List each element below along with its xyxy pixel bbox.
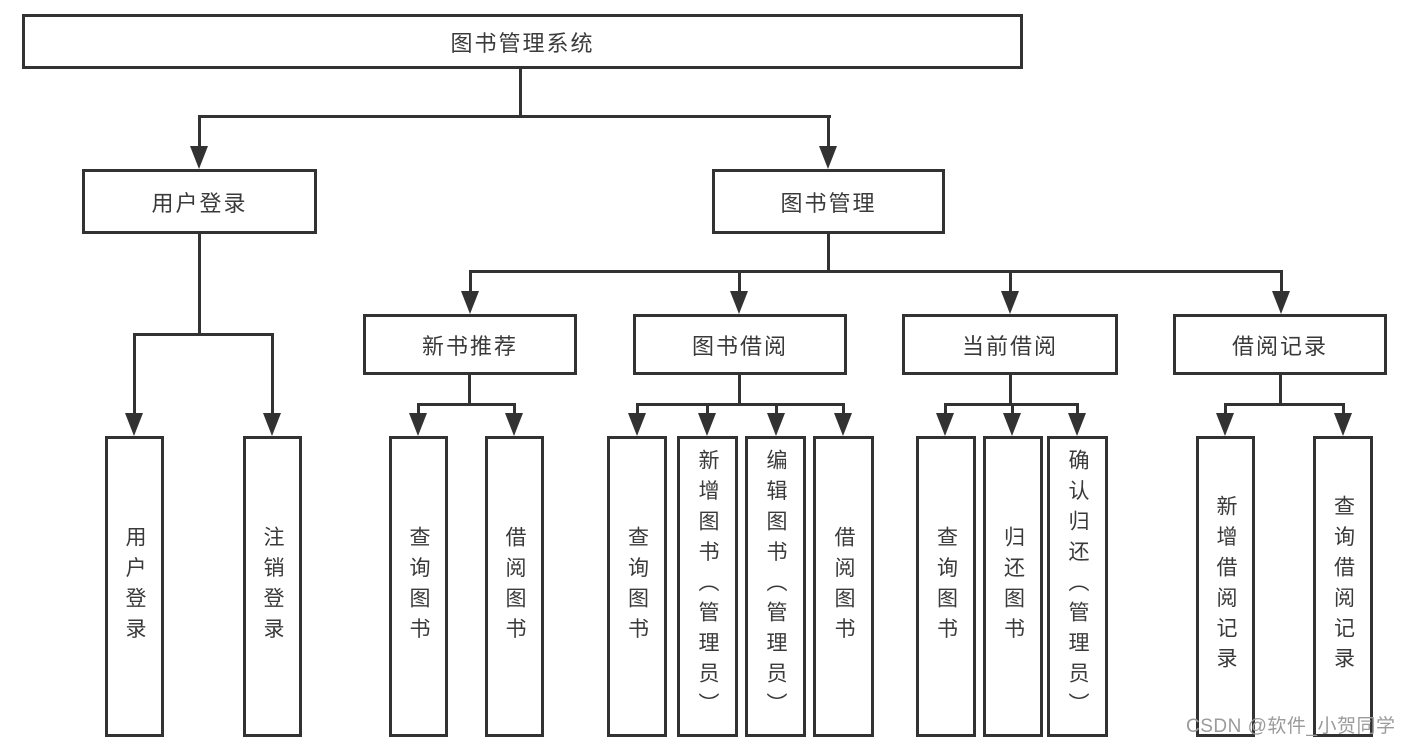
arrow-down-icon — [1068, 413, 1086, 436]
connector-line — [271, 333, 274, 414]
connector-line — [1279, 375, 1282, 406]
leaf-query-book-recommend: 查询图书 — [389, 436, 448, 737]
connector-line — [519, 68, 522, 116]
arrow-down-icon — [505, 413, 523, 436]
node-book-borrow: 图书借阅 — [633, 314, 847, 375]
leaf-return-book: 归还图书 — [983, 436, 1043, 737]
node-root-library-system: 图书管理系统 — [22, 14, 1023, 69]
node-current-borrow: 当前借阅 — [902, 314, 1118, 375]
arrow-down-icon — [834, 413, 852, 436]
leaf-borrow-book-recommend: 借阅图书 — [485, 436, 544, 737]
arrow-down-icon — [819, 146, 837, 169]
arrow-down-icon — [190, 146, 208, 169]
connector-line — [468, 375, 471, 406]
leaf-confirm-return-admin: 确认归还（管理员） — [1047, 436, 1108, 737]
leaf-add-book-admin: 新增图书（管理员） — [677, 436, 738, 737]
connector-line — [636, 403, 639, 414]
arrow-down-icon — [263, 413, 281, 436]
connector-line — [1009, 375, 1012, 406]
leaf-add-borrow-record: 新增借阅记录 — [1196, 436, 1255, 737]
connector-line — [775, 403, 778, 414]
leaf-user-login: 用户登录 — [105, 436, 164, 737]
arrow-down-icon — [125, 413, 143, 436]
node-book-management: 图书管理 — [712, 169, 945, 234]
arrow-down-icon — [767, 413, 785, 436]
connector-line — [417, 403, 420, 414]
connector-line — [842, 403, 845, 414]
arrow-down-icon — [730, 291, 748, 314]
connector-line — [1011, 403, 1014, 414]
node-new-book-recommend: 新书推荐 — [363, 314, 577, 375]
leaf-edit-book-admin: 编辑图书（管理员） — [745, 436, 806, 737]
connector-line — [636, 403, 845, 406]
connector-line — [1009, 270, 1012, 292]
connector-line — [198, 233, 201, 336]
leaf-query-book-current: 查询图书 — [916, 436, 976, 737]
arrow-down-icon — [936, 413, 954, 436]
connector-line — [417, 403, 516, 406]
arrow-down-icon — [1334, 413, 1352, 436]
connector-line — [1224, 403, 1227, 414]
arrow-down-icon — [1216, 413, 1234, 436]
connector-line — [706, 403, 709, 414]
arrow-down-icon — [461, 291, 479, 314]
connector-line — [469, 270, 1283, 273]
leaf-logout: 注销登录 — [243, 436, 302, 737]
connector-line — [738, 375, 741, 406]
leaf-query-book-borrow: 查询图书 — [607, 436, 667, 737]
connector-line — [198, 115, 201, 147]
connector-line — [133, 333, 274, 336]
arrow-down-icon — [1003, 413, 1021, 436]
connector-line — [513, 403, 516, 414]
arrow-down-icon — [409, 413, 427, 436]
connector-line — [199, 115, 831, 118]
connector-line — [469, 270, 472, 292]
arrow-down-icon — [698, 413, 716, 436]
connector-line — [827, 115, 830, 147]
arrow-down-icon — [628, 413, 646, 436]
connector-line — [1280, 270, 1283, 292]
connector-line — [738, 270, 741, 292]
connector-line — [133, 333, 136, 414]
connector-line — [1342, 403, 1345, 414]
node-user-login: 用户登录 — [82, 169, 317, 234]
arrow-down-icon — [1272, 291, 1290, 314]
connector-line — [944, 403, 947, 414]
connector-line — [827, 234, 830, 273]
leaf-borrow-book: 借阅图书 — [813, 436, 874, 737]
connector-line — [1076, 403, 1079, 414]
leaf-query-borrow-record: 查询借阅记录 — [1313, 436, 1373, 737]
node-borrow-record: 借阅记录 — [1173, 314, 1387, 375]
csdn-watermark: CSDN @软件_小贺同学 — [1186, 716, 1396, 737]
connector-line — [1224, 403, 1345, 406]
arrow-down-icon — [1001, 291, 1019, 314]
